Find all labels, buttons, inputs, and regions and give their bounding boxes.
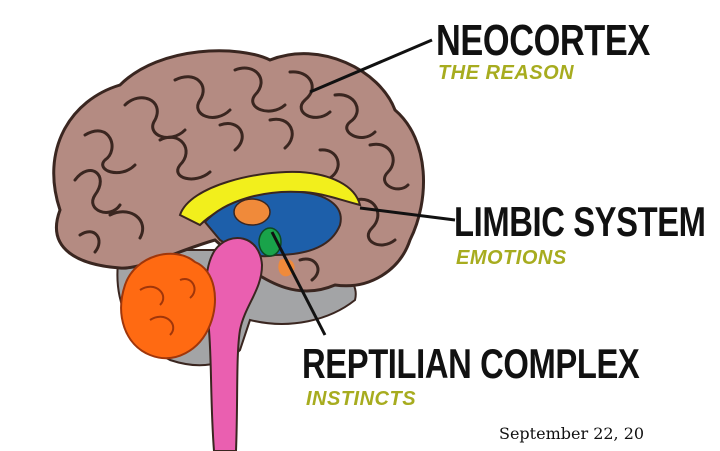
brainstem — [206, 238, 262, 451]
neocortex-title: NEOCORTEX — [436, 16, 650, 66]
limbic-subtitle: EMOTIONS — [456, 247, 567, 270]
thalamus — [234, 199, 270, 225]
neocortex-subtitle: THE REASON — [438, 62, 574, 85]
limbic-title: LIMBIC SYSTEM — [454, 198, 706, 246]
reptilian-subtitle: INSTINCTS — [306, 388, 416, 411]
reptilian-title: REPTILIAN COMPLEX — [302, 340, 639, 388]
date-caption: September 22, 20 — [499, 424, 644, 443]
